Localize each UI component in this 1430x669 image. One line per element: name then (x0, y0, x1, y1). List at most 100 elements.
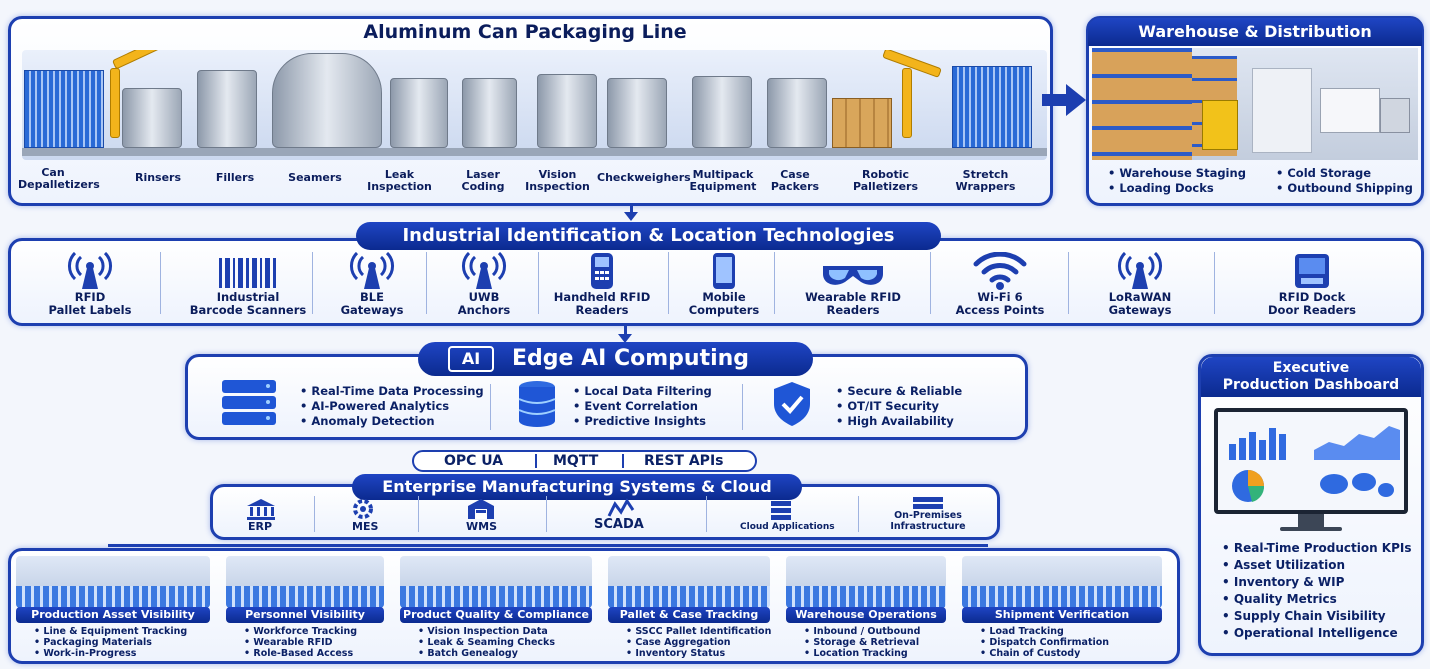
warehouse-list-2: • Cold Storage • Outbound Shipping (1276, 166, 1413, 196)
tech-item-label: Wearable RFID Readers (805, 290, 901, 317)
tech-item-label: RFID Dock Door Readers (1268, 290, 1356, 317)
wifi-icon (968, 250, 1032, 290)
dashboard-item: • Supply Chain Visibility (1222, 609, 1386, 623)
divider (930, 252, 931, 314)
pie-chart-icon (1232, 470, 1265, 502)
usecase-item: • Inventory Status (626, 648, 726, 659)
divider (160, 252, 161, 314)
area-chart-icon (1314, 426, 1400, 460)
station-label: Stretch Wrappers (955, 168, 1016, 193)
barcode-icon (216, 250, 280, 290)
usecase-title: Personnel Visibility (226, 607, 384, 623)
edge-item: • Anomaly Detection (300, 414, 435, 428)
divider (312, 252, 313, 314)
usecase-photo (962, 556, 1162, 608)
usecase-item: • Work-in-Progress (34, 648, 137, 659)
divider (668, 252, 669, 314)
down-arrow-icon (618, 334, 632, 343)
usecase-title: Product Quality & Compliance (400, 607, 592, 623)
edge-list-2: • Local Data Filtering • Event Correlati… (573, 384, 712, 429)
usecase-item: • SSCC Pallet Identification (626, 626, 772, 637)
usecase-title: Shipment Verification (962, 607, 1162, 623)
dashboard-item: • Operational Intelligence (1222, 626, 1398, 640)
station-label: Laser Coding (461, 168, 505, 193)
divider (858, 496, 859, 532)
tech-item-label: Handheld RFID Readers (553, 290, 651, 317)
divider (546, 496, 547, 532)
dashboard-list: • Real-Time Production KPIs • Asset Util… (1222, 540, 1412, 642)
tech-item-label: RFID Pallet Labels (48, 290, 132, 317)
usecase-item: • Inbound / Outbound (804, 626, 921, 637)
usecase-item: • Batch Genealogy (418, 648, 518, 659)
server-rack-icon (913, 497, 943, 509)
smart-glasses-icon (821, 250, 885, 290)
usecase-title: Warehouse Operations (786, 607, 946, 623)
monitor-base (1280, 527, 1342, 531)
edge-item: • Event Correlation (573, 399, 698, 413)
station-label: Leak Inspection (367, 168, 432, 193)
warehouse-item: • Warehouse Staging (1108, 166, 1246, 180)
warehouse-item: • Outbound Shipping (1276, 181, 1413, 195)
warehouse-list-1: • Warehouse Staging • Loading Docks (1108, 166, 1246, 196)
server-icon (222, 380, 276, 425)
connector-line (624, 326, 627, 336)
usecase-item: • Line & Equipment Tracking (34, 626, 188, 637)
divider (426, 252, 427, 314)
usecase-item: • Load Tracking (980, 626, 1064, 637)
rfid-antenna-icon (1108, 250, 1172, 290)
monitor-stand (1298, 514, 1324, 528)
divider (1214, 252, 1215, 314)
divider (622, 454, 624, 468)
gear-icon (353, 499, 373, 519)
tech-title: Industrial Identification & Location Tec… (356, 222, 941, 250)
flow-arrow-icon (1042, 84, 1086, 116)
divider (490, 384, 491, 430)
tech-item-label: LoRaWAN Gateways (1108, 290, 1172, 317)
mobile-icon (692, 250, 756, 290)
dashboard-item: • Asset Utilization (1222, 558, 1346, 572)
edge-item: • Secure & Reliable (836, 384, 963, 398)
usecase-item: • Dispatch Confirmation (980, 637, 1110, 648)
usecase-item: • Chain of Custody (980, 648, 1081, 659)
station-label: Seamers (288, 171, 342, 184)
usecase-item: • Storage & Retrieval (804, 637, 920, 648)
protocol-mqtt: MQTT (553, 453, 599, 469)
edge-list-1: • Real-Time Data Processing • AI-Powered… (300, 384, 484, 429)
station-label: Fillers (215, 171, 255, 184)
usecase-photo (608, 556, 770, 608)
edge-list-3: • Secure & Reliable • OT/IT Security • H… (836, 384, 962, 429)
warehouse-item: • Loading Docks (1108, 181, 1214, 195)
edge-item: • OT/IT Security (836, 399, 939, 413)
down-arrow-icon (624, 212, 638, 221)
dashboard-item: • Real-Time Production KPIs (1222, 541, 1412, 555)
enterprise-cloud: Cloud Applications (740, 522, 835, 532)
usecase-item: • Vision Inspection Data (418, 626, 548, 637)
divider (538, 252, 539, 314)
station-label: Multipack Equipment (689, 168, 757, 193)
dashboard-item: • Inventory & WIP (1222, 575, 1345, 589)
edge-item: • High Availability (836, 414, 954, 428)
station-label: Robotic Palletizers (852, 168, 919, 193)
divider (742, 384, 743, 430)
station-label: Can Depalletizers (18, 166, 100, 191)
divider (1068, 252, 1069, 314)
divider (774, 252, 775, 314)
usecase-item: • Packaging Materials (34, 637, 152, 648)
connector-line (630, 206, 633, 214)
ai-chip-icon: AI (448, 346, 494, 372)
warehouse-illustration (1092, 48, 1418, 160)
tech-item-label: BLE Gateways (340, 290, 404, 317)
server-stack-icon (771, 501, 791, 520)
packaging-line-illustration (22, 50, 1047, 160)
divider (314, 496, 315, 532)
enterprise-mes: MES (352, 520, 379, 533)
usecase-item: • Location Tracking (804, 648, 908, 659)
handheld-reader-icon (570, 250, 634, 290)
world-map-icon (1320, 473, 1394, 497)
packaging-line-title: Aluminum Can Packaging Line (363, 21, 687, 43)
edge-ai-title: Edge AI Computing (512, 346, 750, 371)
protocol-rest: REST APIs (644, 453, 724, 469)
divider (535, 454, 537, 468)
edge-item: • AI-Powered Analytics (300, 399, 450, 413)
bank-icon (247, 499, 275, 520)
